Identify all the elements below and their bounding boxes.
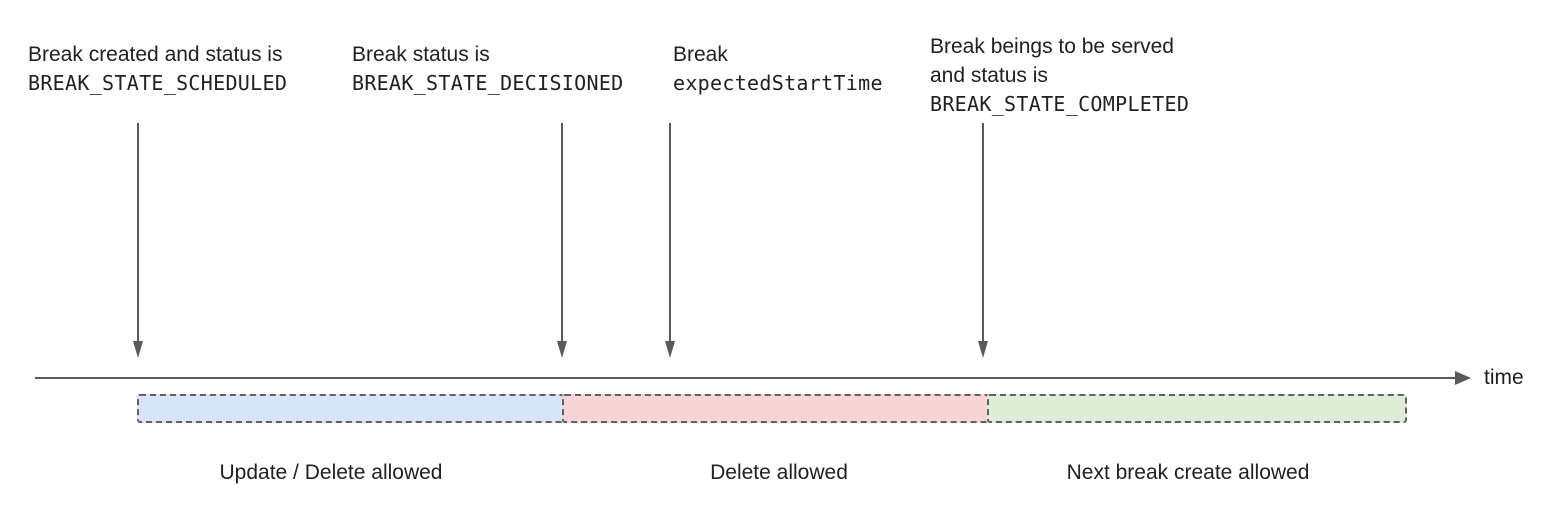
arrow-down-icon — [557, 341, 567, 358]
annotation-line: Break status is — [352, 43, 490, 66]
phase-segments-bar — [137, 394, 1407, 423]
annotation-line: and status is — [930, 64, 1048, 87]
annotation-code-line: expectedStartTime — [673, 71, 883, 95]
arrow-down-icon — [978, 341, 988, 358]
time-axis-label: time — [1484, 366, 1524, 389]
phase-label-delete: Delete allowed — [710, 461, 848, 484]
segment-delete-allowed — [562, 394, 989, 423]
phase-label-next-break-create: Next break create allowed — [1066, 461, 1310, 484]
annotation-line: Break — [673, 43, 728, 66]
arrow-shaft — [137, 123, 139, 342]
arrow-down-icon — [665, 341, 675, 358]
annotation-expected-start-time: Break expectedStartTime — [673, 40, 883, 98]
annotation-code-line: BREAK_STATE_SCHEDULED — [28, 71, 288, 95]
arrow-right-icon — [1455, 371, 1471, 385]
phase-label-update-delete: Update / Delete allowed — [219, 461, 443, 484]
annotation-line: Break beings to be served — [930, 35, 1174, 58]
time-axis-line — [35, 377, 1455, 379]
segment-update-delete-allowed — [137, 394, 564, 423]
annotation-break-completed: Break beings to be served and status is … — [930, 32, 1189, 119]
segment-next-break-create-allowed — [987, 394, 1407, 423]
annotation-line: Break created and status is — [28, 43, 283, 66]
arrow-shaft — [561, 123, 563, 342]
event-arrow-scheduled — [133, 123, 143, 358]
arrow-shaft — [669, 123, 671, 342]
annotation-code-line: BREAK_STATE_COMPLETED — [930, 92, 1190, 116]
annotation-break-decisioned: Break status is BREAK_STATE_DECISIONED — [352, 40, 624, 98]
annotation-code-line: BREAK_STATE_DECISIONED — [352, 71, 624, 95]
annotation-break-scheduled: Break created and status is BREAK_STATE_… — [28, 40, 287, 98]
arrow-shaft — [982, 123, 984, 342]
arrow-down-icon — [133, 341, 143, 358]
event-arrow-completed — [978, 123, 988, 358]
event-arrow-decisioned — [557, 123, 567, 358]
event-arrow-expected-start — [665, 123, 675, 358]
